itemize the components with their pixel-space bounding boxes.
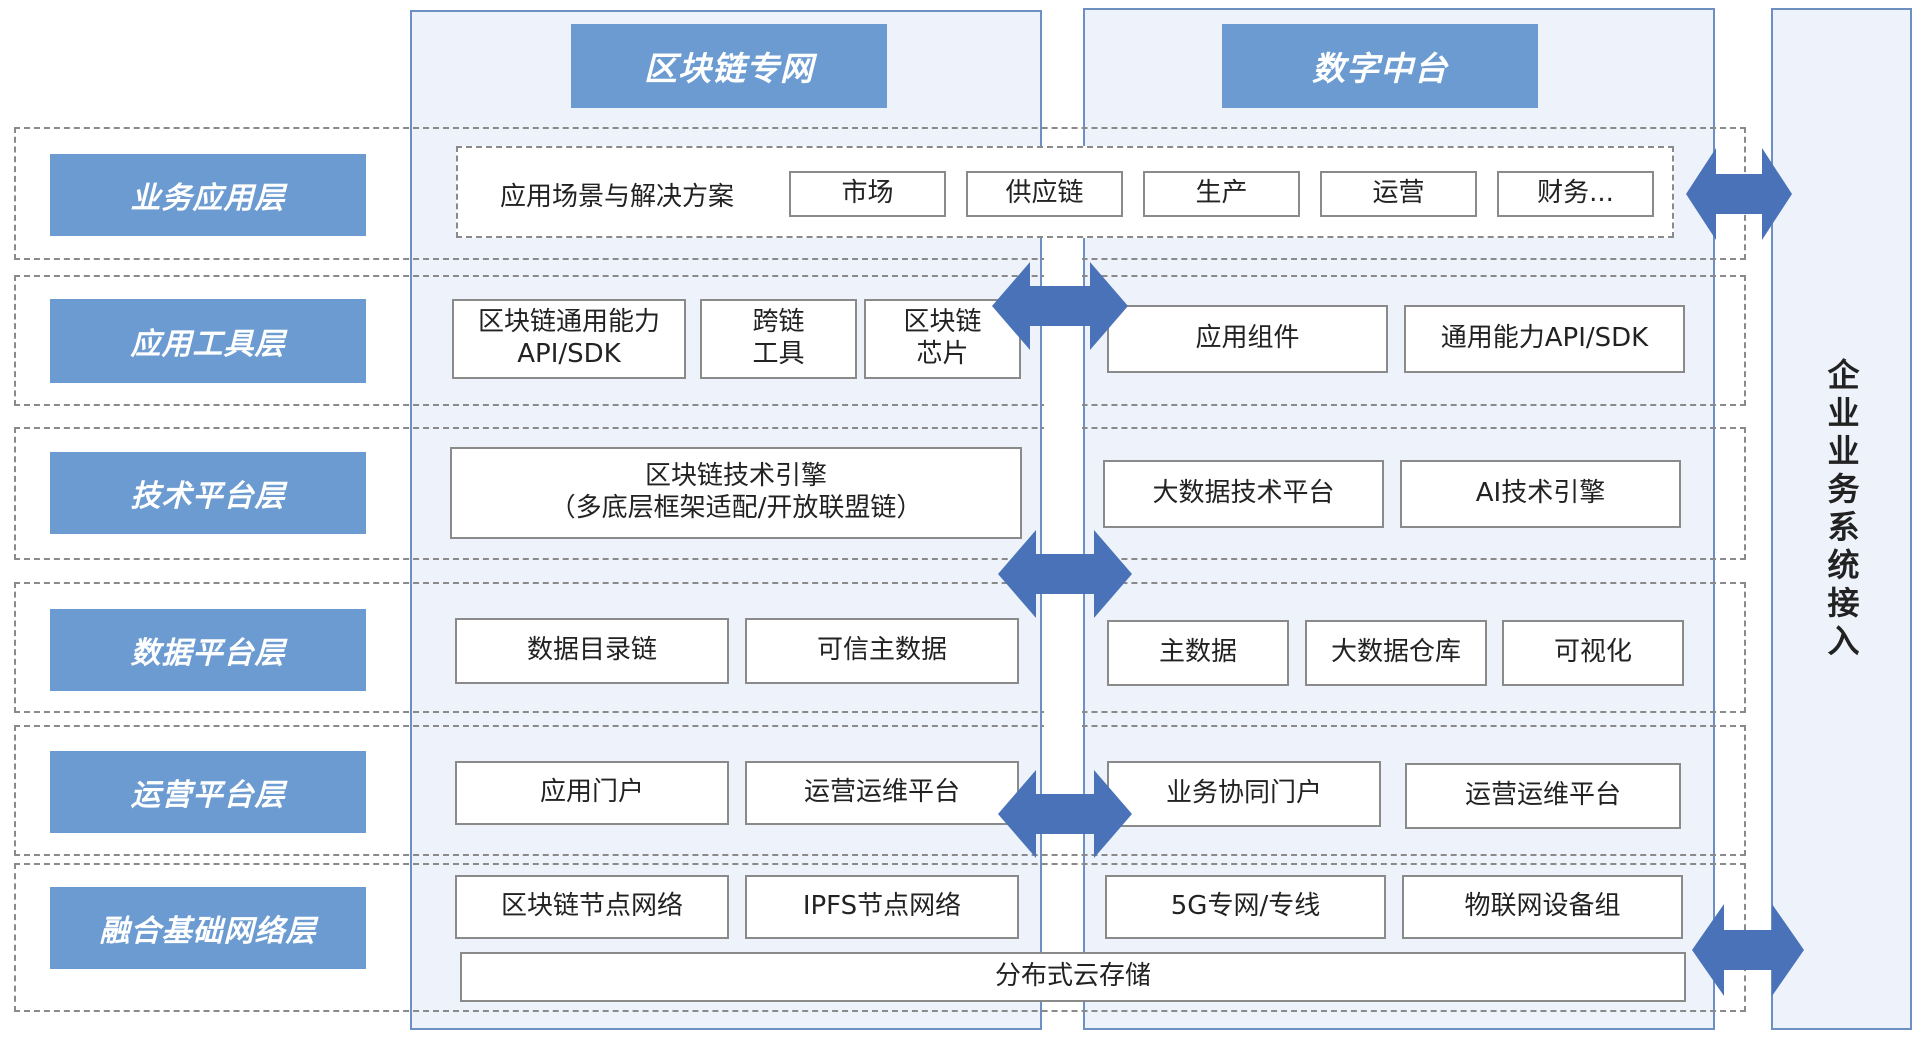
layer-band-tech [14,427,1746,560]
application-portal: 应用门户 [455,761,729,825]
scenario-supply-chain: 供应链 [966,171,1123,217]
scenario-finance: 财务... [1497,171,1654,217]
layer-label-data: 数据平台层 [50,609,366,691]
iot-device-group: 物联网设备组 [1402,875,1683,939]
layer-label-network: 融合基础网络层 [50,887,366,969]
layer-label-tech: 技术平台层 [50,452,366,534]
general-api-sdk: 通用能力API/SDK [1404,305,1685,373]
distributed-cloud-storage: 分布式云存储 [460,952,1686,1002]
5g-private-network: 5G专网/专线 [1105,875,1386,939]
scenario-operations: 运营 [1320,171,1477,217]
enterprise-access-label: 企业业务系统接入 [1822,358,1861,662]
master-data: 主数据 [1107,620,1289,686]
double-arrow-icon [1686,148,1792,240]
ai-tech-engine: AI技术引擎 [1400,460,1681,528]
cross-chain-tools: 跨链 工具 [700,299,857,379]
data-catalog-chain: 数据目录链 [455,618,729,684]
layer-band-data [14,582,1746,713]
double-arrow-icon [998,530,1132,618]
big-data-warehouse: 大数据仓库 [1305,620,1487,686]
double-arrow-icon [998,770,1132,858]
blockchain-ops-platform: 运营运维平台 [745,761,1019,825]
blockchain-tech-engine: 区块链技术引擎 （多底层框架适配/开放联盟链） [450,447,1022,539]
column-connector-bar [1044,240,1082,840]
visualization: 可视化 [1502,620,1684,686]
layer-band-tools [14,275,1746,406]
scenario-market: 市场 [789,171,946,217]
blockchain-column-header: 区块链专网 [571,24,887,108]
blockchain-node-network: 区块链节点网络 [455,875,729,939]
layer-label-tools: 应用工具层 [50,299,366,383]
digital-platform-column-header: 数字中台 [1222,24,1538,108]
big-data-tech-platform: 大数据技术平台 [1103,460,1384,528]
business-collaboration-portal: 业务协同门户 [1107,761,1381,827]
enterprise-access-panel [1771,8,1912,1030]
blockchain-general-api-sdk: 区块链通用能力 API/SDK [452,299,686,379]
double-arrow-icon [1692,904,1804,996]
scenario-production: 生产 [1143,171,1300,217]
layer-band-ops [14,725,1746,856]
application-components: 应用组件 [1107,305,1388,373]
blockchain-chip: 区块链 芯片 [864,299,1021,379]
double-arrow-icon [992,262,1128,350]
trusted-master-data: 可信主数据 [745,618,1019,684]
application-scenarios-title: 应用场景与解决方案 [500,181,735,212]
layer-label-ops: 运营平台层 [50,751,366,833]
digital-ops-platform: 运营运维平台 [1405,763,1681,829]
ipfs-node-network: IPFS节点网络 [745,875,1019,939]
layer-label-business: 业务应用层 [50,154,366,236]
